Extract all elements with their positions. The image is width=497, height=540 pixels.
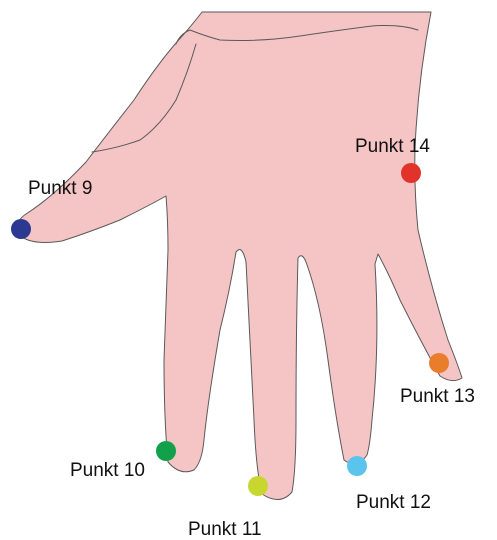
punkt-9-marker <box>11 219 31 239</box>
hand-shape <box>16 11 463 500</box>
thumb-crease <box>91 43 197 153</box>
punkt-11-marker <box>248 476 268 496</box>
punkt-11-label: Punkt 11 <box>188 519 262 540</box>
punkt-10-label: Punkt 10 <box>70 460 145 481</box>
punkt-9-label: Punkt 9 <box>28 178 92 199</box>
hand-illustration <box>16 11 463 500</box>
points-layer <box>11 163 449 496</box>
punkt-14-label: Punkt 14 <box>355 136 430 157</box>
knuckle-crease <box>175 29 191 45</box>
punkt-10-marker <box>156 441 176 461</box>
punkt-13-label: Punkt 13 <box>400 386 475 407</box>
punkt-12-label: Punkt 12 <box>356 492 431 513</box>
punkt-14-marker <box>401 163 421 183</box>
wrist-crease <box>189 25 419 41</box>
punkt-13-marker <box>429 353 449 373</box>
labels-layer: Punkt 9 Punkt 10 Punkt 11 Punkt 12 Punkt… <box>28 136 475 540</box>
punkt-12-marker <box>347 456 367 476</box>
